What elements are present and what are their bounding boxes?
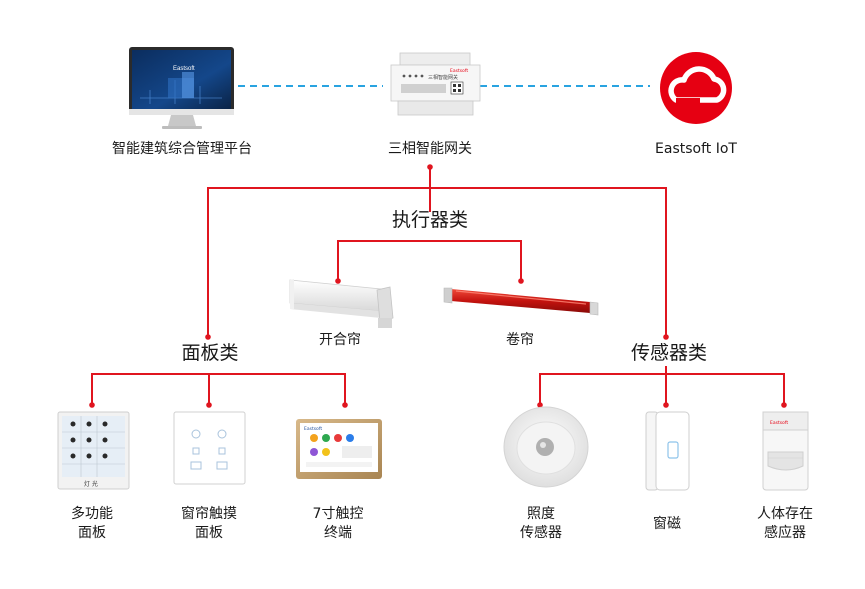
dot-sensor-2: [663, 402, 669, 408]
panel-device-text: 灯 光: [84, 480, 98, 488]
gateway-brand-text: Eastsoft: [450, 68, 468, 74]
sensor-label-presence: 人体存在 感应器: [735, 505, 835, 543]
connector-panel-bus: [91, 373, 346, 405]
curtain-track-icon: [289, 279, 394, 328]
multifunction-panel-icon: 灯 光: [57, 411, 130, 490]
monitor-icon: Eastsoft: [129, 47, 234, 129]
panel-label-curtain-touch-line1: 窗帘触摸: [181, 506, 237, 522]
sensor-label-light-line2: 传感器: [520, 525, 562, 541]
panel-label-curtain-touch: 窗帘触摸 面板: [159, 505, 259, 543]
actuators-title: 执行器类: [391, 209, 468, 231]
cloud-icon: [660, 52, 732, 124]
gateway-device-icon: 三相智能网关 Eastsoft: [390, 52, 481, 116]
monitor-brand-text: Eastsoft: [173, 66, 195, 72]
connector-sensor-bus: [539, 373, 785, 405]
panel-label-multifunction-line2: 面板: [78, 525, 106, 541]
gateway-device-text: 三相智能网关: [428, 74, 458, 81]
roller-blind-icon: [443, 287, 599, 316]
dot-panel-3: [342, 402, 348, 408]
connector-dots: [89, 164, 787, 408]
sensor-label-presence-line2: 感应器: [764, 525, 806, 541]
dot-panels: [205, 334, 211, 340]
gateway-label: 三相智能网关: [388, 141, 472, 157]
light-sensor-icon: [503, 406, 589, 488]
connector-main-bus: [207, 187, 667, 337]
dot-sensor-1: [537, 402, 543, 408]
panel-label-terminal: 7寸触控 终端: [288, 505, 388, 543]
sensor-label-presence-line1: 人体存在: [757, 506, 813, 522]
panel-label-terminal-line2: 终端: [324, 525, 352, 541]
panel-label-multifunction-line1: 多功能: [71, 506, 113, 522]
sensor-label-light-line1: 照度: [527, 506, 555, 522]
curtain-label: 开合帘: [319, 332, 361, 348]
dot-panel-2: [206, 402, 212, 408]
sensor-label-window-line1: 窗磁: [653, 516, 681, 532]
touch-terminal-icon: Eastsoft: [296, 419, 382, 479]
dot-sensors: [663, 334, 669, 340]
curtain-touch-panel-icon: [173, 411, 246, 485]
sensor-label-light: 照度 传感器: [491, 505, 591, 543]
sensor-label-window: 窗磁: [617, 515, 717, 534]
terminal-brand-text: Eastsoft: [304, 426, 322, 432]
panel-label-curtain-touch-line2: 面板: [195, 525, 223, 541]
connector-lines: [91, 167, 785, 405]
platform-label: 智能建筑综合管理平台: [112, 141, 252, 157]
roller-label: 卷帘: [506, 332, 534, 348]
panel-label-multifunction: 多功能 面板: [42, 505, 142, 543]
dot-roller: [518, 278, 524, 284]
connector-actuator-bus: [337, 240, 522, 281]
dot-panel-1: [89, 402, 95, 408]
presence-sensor-brand-text: Eastsoft: [770, 420, 788, 426]
dot-curtain: [335, 278, 341, 284]
panel-label-terminal-line1: 7寸触控: [312, 506, 364, 522]
dot-sensor-3: [781, 402, 787, 408]
window-magnet-icon: [645, 411, 690, 491]
cloud-label: Eastsoft IoT: [655, 141, 737, 157]
panels-title: 面板类: [181, 342, 239, 364]
dot-gateway: [427, 164, 433, 170]
sensors-title: 传感器类: [630, 342, 707, 364]
presence-sensor-icon: Eastsoft: [762, 411, 809, 491]
